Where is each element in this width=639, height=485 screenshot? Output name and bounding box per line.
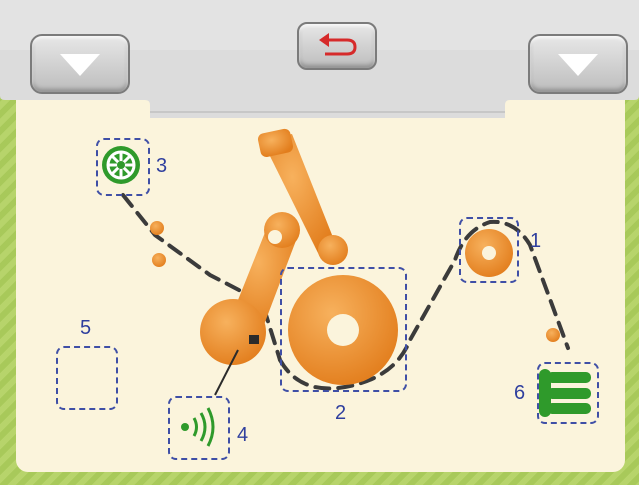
slot-5-label: 5 xyxy=(80,317,92,339)
upper-arm[interactable] xyxy=(257,128,348,265)
slot-2[interactable] xyxy=(280,267,407,392)
large-wheel[interactable] xyxy=(288,275,398,385)
slot-1[interactable] xyxy=(459,217,519,283)
small-wheel[interactable] xyxy=(465,229,513,277)
right-dropdown-button[interactable] xyxy=(528,34,628,94)
slot-2-label: 2 xyxy=(335,402,347,424)
slot-3[interactable] xyxy=(96,138,150,196)
top-toolbar xyxy=(0,0,639,120)
green-wheel-icon[interactable] xyxy=(102,146,140,184)
signal-wire xyxy=(214,349,239,396)
wireless-signal-icon[interactable] xyxy=(181,407,215,447)
green-pipes-icon[interactable] xyxy=(539,369,591,417)
small-ball[interactable] xyxy=(546,328,560,342)
small-ball[interactable] xyxy=(150,221,164,235)
left-dropdown-button[interactable] xyxy=(30,34,130,94)
triangle-down-icon xyxy=(558,54,598,76)
slot-4-label: 4 xyxy=(237,424,249,446)
slot-6-label: 6 xyxy=(514,382,526,404)
undo-arrow-icon xyxy=(319,33,357,56)
slot-4[interactable] xyxy=(168,396,230,460)
slot-1-label: 1 xyxy=(530,230,542,252)
undo-button[interactable] xyxy=(297,22,377,70)
small-ball[interactable] xyxy=(152,253,166,267)
triangle-down-icon xyxy=(60,54,100,76)
lower-arm[interactable] xyxy=(200,212,300,365)
belt-path xyxy=(121,193,570,391)
slot-6[interactable] xyxy=(537,362,599,424)
slot-3-label: 3 xyxy=(156,155,168,177)
slot-5[interactable] xyxy=(56,346,118,410)
